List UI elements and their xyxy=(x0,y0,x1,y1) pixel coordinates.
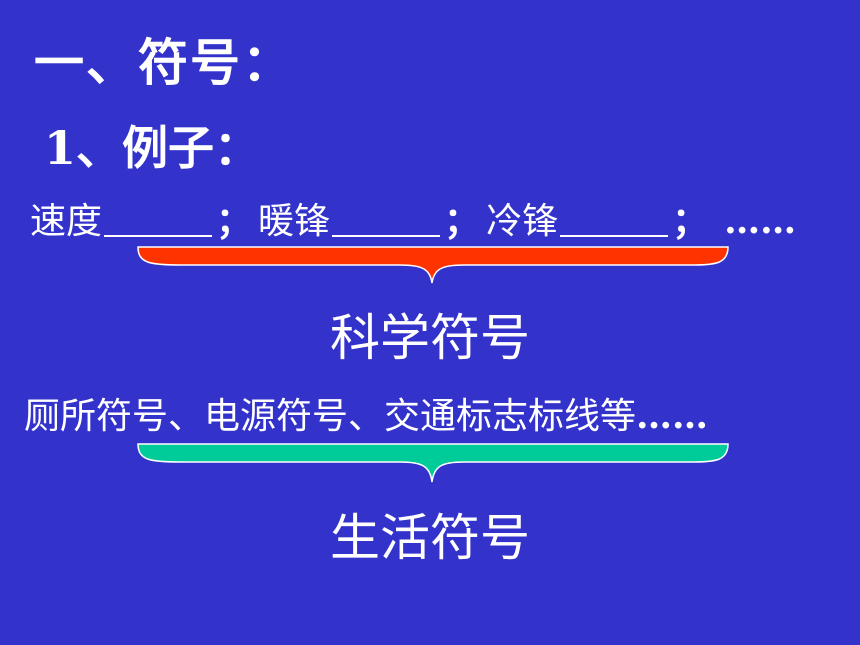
blank-warm-front xyxy=(332,201,441,237)
subsection-heading: 1、例子： xyxy=(44,121,261,175)
section-heading: 一、符号： xyxy=(34,33,294,92)
ellipsis: …… xyxy=(636,395,709,437)
separator: ； xyxy=(444,201,481,242)
blank-speed xyxy=(104,201,213,237)
separator: ； xyxy=(216,201,253,242)
life-symbols-label: 生活符号 xyxy=(330,509,530,567)
example-warm-front: 暖锋 xyxy=(258,201,331,242)
science-examples-line: 速度；暖锋；冷锋；…… xyxy=(30,201,796,240)
science-brace xyxy=(137,246,729,284)
science-symbols-label: 科学符号 xyxy=(330,309,530,367)
blank-cold-front xyxy=(560,201,669,237)
ellipsis: …… xyxy=(724,200,797,242)
life-examples-line: 厕所符号、电源符号、交通标志标线等…… xyxy=(24,398,708,435)
example-speed: 速度 xyxy=(30,201,103,242)
example-cold-front: 冷锋 xyxy=(486,201,559,242)
life-brace xyxy=(137,443,729,483)
separator: ； xyxy=(672,201,709,242)
life-examples-text: 厕所符号、电源符号、交通标志标线等 xyxy=(24,396,637,437)
life-brace-shape xyxy=(137,443,729,483)
science-brace-shape xyxy=(137,246,729,284)
